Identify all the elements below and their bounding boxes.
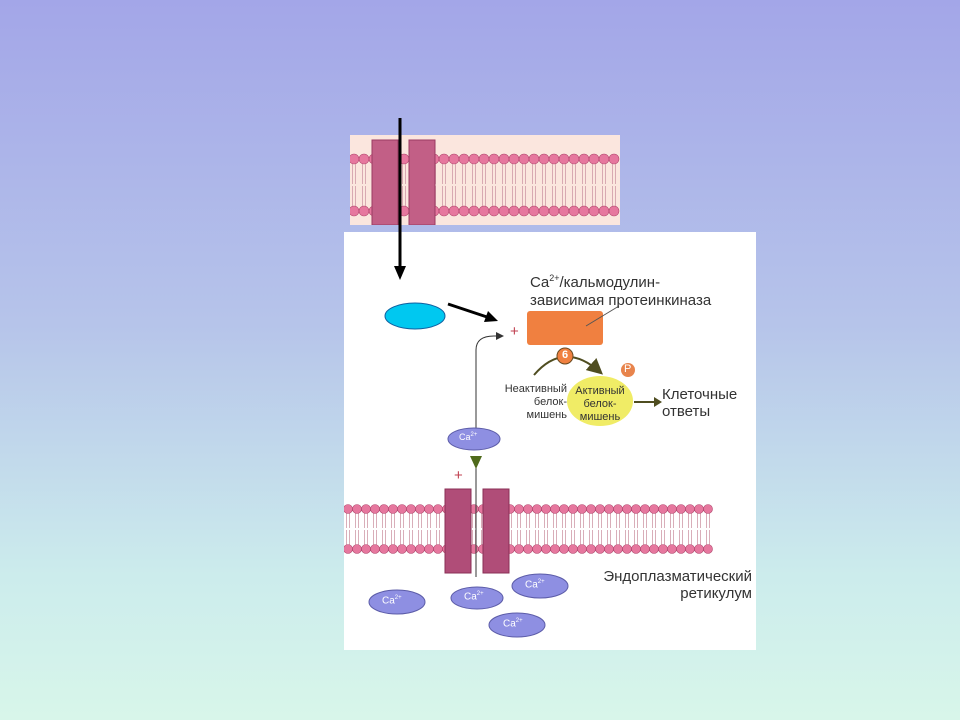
calcium-label-er-2: Ca2+ xyxy=(464,591,484,603)
er-channel-left xyxy=(444,488,472,574)
kinase-line1: /кальмодулин- xyxy=(559,274,661,291)
step-number: 6 xyxy=(561,349,569,361)
ca-to-kinase-arrowhead xyxy=(496,332,504,340)
er-line2: ретикулум xyxy=(680,585,752,602)
cell-responses-label: Клеточные ответы xyxy=(662,386,737,420)
calcium-ion-er-4 xyxy=(488,612,546,638)
kinase-label: Ca2+/кальмодулин- зависимая протеинкиназ… xyxy=(530,269,711,310)
er-channel-right xyxy=(482,488,510,574)
kinase-pointer-line xyxy=(585,305,620,327)
calcium-label-cytosol: Ca2+ xyxy=(459,432,478,442)
phosphate-circle xyxy=(621,363,635,377)
receptor-channel-right xyxy=(408,139,436,225)
phosphate-label: P xyxy=(624,363,632,375)
calcium-label-er-4: Ca2+ xyxy=(503,618,523,630)
lipid-head xyxy=(703,544,713,554)
calcium-ion-er-1 xyxy=(368,589,426,615)
messenger-ellipse xyxy=(384,302,446,330)
signaling-pathway-diagram xyxy=(344,305,713,638)
ca-release-arrowhead xyxy=(470,456,482,469)
kinase-ion: Ca xyxy=(530,274,550,291)
kinase-plus-sign: + xyxy=(510,323,519,340)
calcium-ion-er-3 xyxy=(511,573,569,599)
active-target-label: Активный белок- мишень xyxy=(568,385,632,424)
inactive-target-line1: Неактивный xyxy=(504,383,567,395)
ca-to-kinase-line xyxy=(475,335,502,430)
inactive-target-line3: мишень xyxy=(526,409,567,421)
messenger-arrowhead xyxy=(484,311,498,322)
calcium-ion-er-2 xyxy=(450,586,504,610)
kinase-charge: 2+ xyxy=(549,273,560,283)
plasma-membrane-fragment xyxy=(350,135,620,225)
active-protein-ellipse xyxy=(567,376,633,426)
response-arrowhead xyxy=(654,397,662,407)
calcium-label-er-3: Ca2+ xyxy=(525,579,545,591)
signal-arrowhead xyxy=(394,266,406,280)
cell-responses-line1: Клеточные xyxy=(662,386,738,403)
channel-plus-sign: + xyxy=(454,467,463,484)
active-target-line3: мишень xyxy=(579,411,621,423)
kinase-line2: зависимая протеинкиназа xyxy=(530,292,712,309)
lipid-head xyxy=(608,153,620,165)
diagram-panel: Ca2+/кальмодулин- зависимая протеинкиназ… xyxy=(344,232,756,650)
active-target-line2: белок- xyxy=(583,398,617,410)
step-number-circle xyxy=(556,347,574,365)
er-line1: Эндоплазматический xyxy=(603,568,752,585)
kinase-block xyxy=(527,311,603,345)
inactive-target-label: Неактивный белок- мишень xyxy=(487,383,567,422)
lipid-head xyxy=(703,504,713,514)
calcium-ion-cytosol xyxy=(447,427,501,451)
er-label: Эндоплазматический ретикулум xyxy=(570,568,752,602)
active-target-line1: Активный xyxy=(575,385,625,397)
inactive-target-line2: белок- xyxy=(533,396,567,408)
calcium-label-er-1: Ca2+ xyxy=(382,595,402,607)
plasma-membrane-drawing xyxy=(350,139,620,225)
lipid-head xyxy=(608,205,620,217)
cell-responses-line2: ответы xyxy=(662,403,711,420)
messenger-arrow-line xyxy=(447,302,491,320)
receptor-channel-left xyxy=(371,139,399,225)
